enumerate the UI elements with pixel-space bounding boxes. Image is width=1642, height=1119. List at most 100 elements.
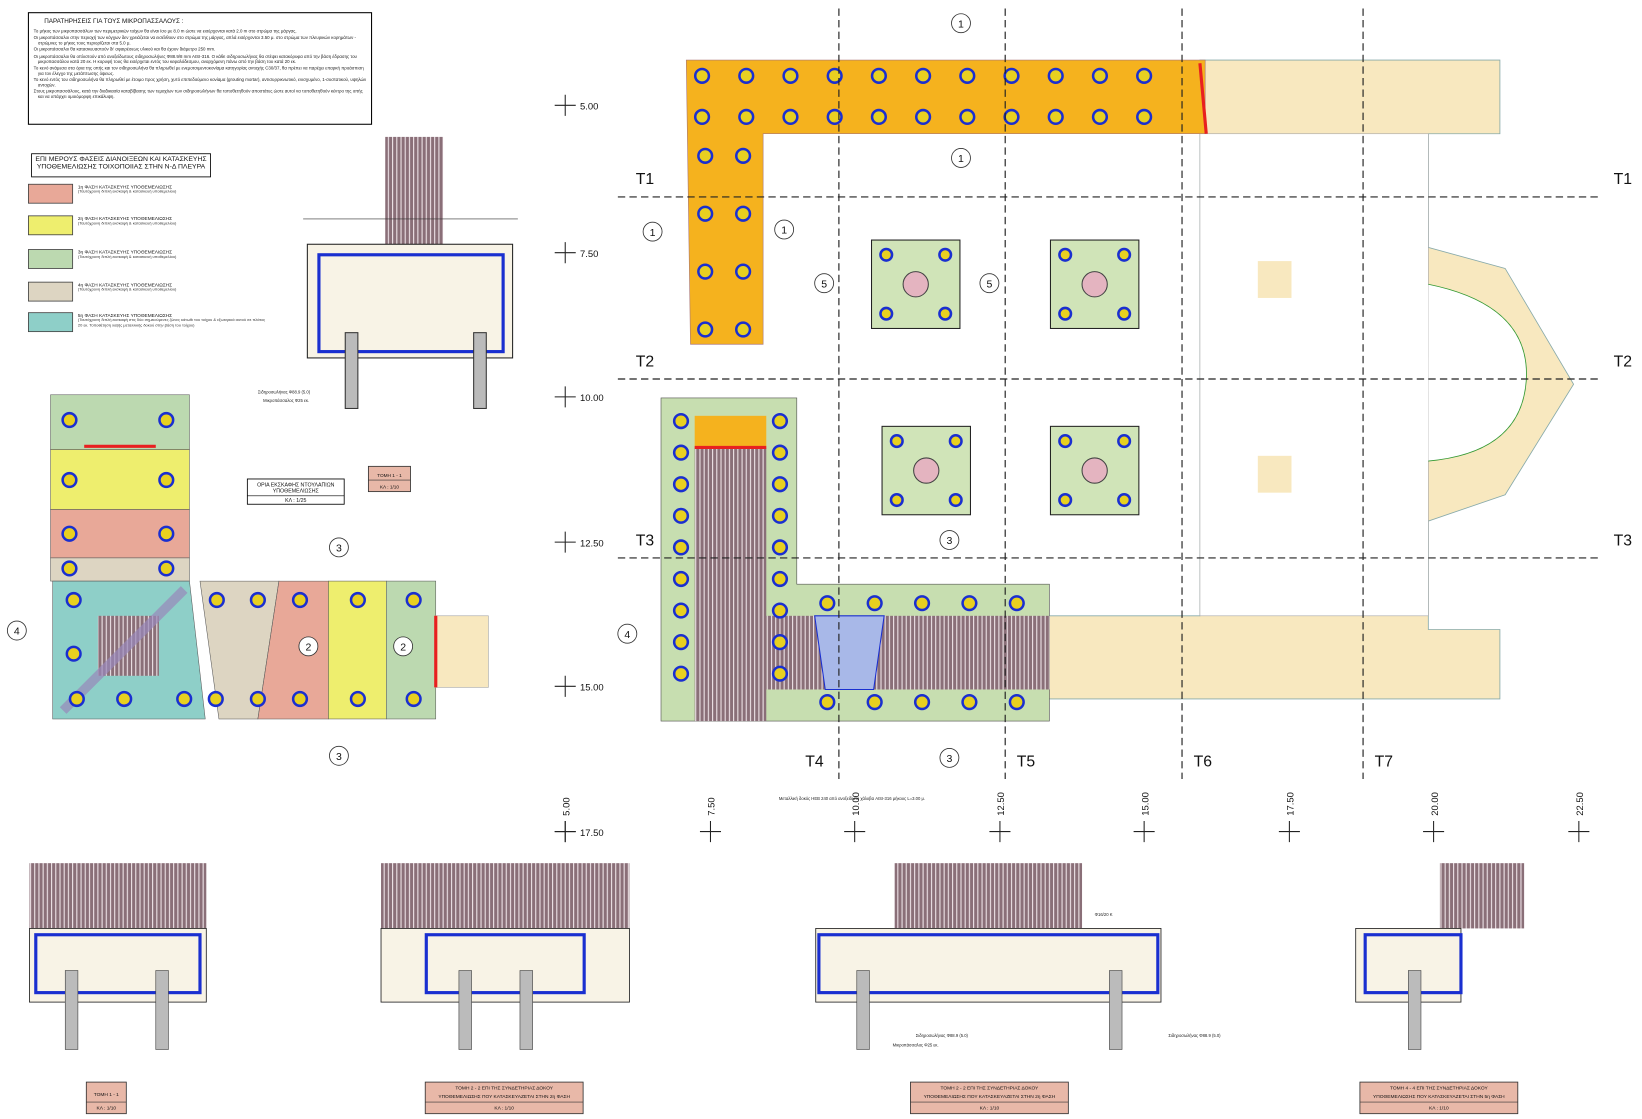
section-title: ΤΟΜΗ 4 - 4 ΕΠΙ ΤΗΣ ΣΥΝΔΕΤΗΡΙΑΣ ΔΟΚΟΥ — [1390, 1085, 1488, 1091]
micropile — [61, 471, 78, 489]
elevation-label: 17.50 — [580, 828, 604, 839]
section-label: T3 — [636, 532, 655, 549]
micropile — [870, 108, 887, 126]
elevation-label: 7.50 — [580, 249, 598, 260]
note-item: Το κενό εντός του σιδηροσωλήνα θα πληρωθ… — [33, 77, 367, 88]
elevation-mark — [554, 94, 576, 116]
elevation-label: 15.00 — [1140, 792, 1151, 816]
section-drawing: ΤΟΜΗ 1 - 1ΚΛ : 1/10 — [29, 863, 207, 1115]
micropile-section — [458, 970, 472, 1050]
note-item: Το μήκος των μικροπασσάλων των περιμετρι… — [33, 28, 297, 34]
section-label: T7 — [1375, 753, 1393, 770]
micropile — [249, 591, 266, 609]
legend-swatch — [27, 312, 74, 333]
note-item: Οι μικροπάσσαλοι θα οπλιστούν από ανοξεί… — [33, 53, 357, 64]
legend-desc: (Ταυτόχρονη διπλή εκσκαφή & κατασκευή υπ… — [77, 287, 177, 292]
micropile — [1117, 247, 1132, 262]
micropile — [1003, 67, 1020, 84]
callout-pipe: Σιδηροσωλήνας Φ88.9 (5.0) — [258, 390, 311, 395]
elevation-mark — [554, 386, 576, 408]
cut-marker-number: 3 — [336, 543, 342, 555]
callout-pipe: Σιδηροσωλήνας Φ88.9 (5.0) — [916, 1033, 969, 1038]
micropile — [913, 694, 931, 711]
elevation-mark — [844, 821, 866, 843]
note-item: Στους μικροπασσάλους, κατά την διαδικασί… — [33, 88, 363, 100]
micropile — [405, 690, 422, 708]
micropile — [948, 434, 963, 449]
callout-pipe: Σιδηροσωλήνας Φ88.9 (5.0) — [1168, 1033, 1221, 1038]
callout-pile: Μικροπάσσαλος Φ25 εκ. — [263, 398, 309, 403]
micropile-section — [155, 970, 169, 1050]
callout-rebar: Φ16/20 Κ — [1095, 912, 1113, 917]
cut-marker — [298, 636, 319, 657]
micropile — [819, 694, 836, 711]
excavation-limits-line1: ΟΡΙΑ ΕΚΣΚΑΦΗΣ ΝΤΟΥΛΑΠΙΩΝ — [257, 482, 335, 488]
cut-marker-number: 1 — [650, 227, 656, 239]
micropile — [826, 108, 843, 126]
section-1-top-scale: ΚΛ : 1/10 — [380, 484, 400, 490]
micropile — [697, 263, 714, 280]
micropile — [672, 634, 690, 651]
micropile — [291, 591, 309, 609]
micropile — [116, 690, 133, 708]
micropile-section — [1408, 970, 1422, 1050]
micropile — [819, 595, 836, 612]
micropile — [693, 67, 711, 84]
micropile — [65, 645, 82, 662]
elevation-label: 20.00 — [1430, 792, 1441, 816]
micropile — [1008, 595, 1025, 612]
elevation-label: 17.50 — [1286, 792, 1297, 816]
section-label: T5 — [1017, 753, 1036, 770]
section-subtitle: ΥΠΟΘΕΜΕΛΙΩΣΗΣ ΠΟΥ ΚΑΤΑΣΚΕΥΑΖΕΤΑΙ ΣΤΗΝ 5η… — [1373, 1094, 1505, 1100]
section-scale: ΚΛ : 1/10 — [980, 1105, 1000, 1111]
micropile — [771, 570, 789, 588]
micropile — [961, 694, 978, 711]
cut-marker — [329, 537, 349, 558]
column-base — [1081, 457, 1108, 484]
section-subtitle: ΥΠΟΘΕΜΕΛΙΩΣΗΣ ΠΟΥ ΚΑΤΑΣΚΕΥΑΖΕΤΑΙ ΣΤΗΝ 2η… — [438, 1094, 570, 1100]
legend-label: 2η ΦΑΣΗ ΚΑΤΑΣΚΕΥΗΣ ΥΠΟΘΕΜΕΛΙΩΣΗΣ — [77, 215, 173, 222]
micropile — [771, 539, 789, 556]
section-title-block — [424, 1081, 584, 1115]
excavation-limits-line2: ΥΠΟΘΕΜΕΛΙΩΣΗΣ — [273, 489, 320, 495]
column-base — [913, 457, 940, 484]
micropile — [1091, 67, 1109, 84]
callout-pile: Μικροπάσσαλος Φ25 εκ. — [893, 1042, 939, 1047]
micropile — [249, 690, 266, 708]
micropile — [158, 560, 175, 577]
section-drawing: ΤΟΜΗ 2 - 2 ΕΠΙ ΤΗΣ ΣΥΝΔΕΤΗΡΙΑΣ ΔΟΚΟΥΥΠΟΘ… — [380, 863, 630, 1115]
micropile — [61, 560, 78, 577]
micropile — [959, 108, 976, 126]
elevation-mark — [699, 821, 722, 843]
micropile — [826, 67, 843, 84]
note-item: Οι μικροπάσσαλοι θα κατασκευαστούν δι' α… — [33, 46, 216, 53]
micropile — [870, 67, 887, 84]
micropile — [697, 321, 714, 338]
micropile — [1058, 306, 1073, 321]
cut-marker-number: 3 — [946, 753, 952, 765]
cut-marker — [951, 13, 971, 34]
micropile — [1136, 67, 1153, 84]
legend-swatch — [27, 281, 74, 302]
micropile — [914, 67, 932, 84]
micropile — [771, 476, 789, 493]
legend-desc: (Ταυτόχρονη διπλή εκσκαφή & κατασκευή υπ… — [77, 254, 177, 260]
micropile — [771, 665, 789, 682]
micropile — [771, 444, 789, 461]
section-scale: ΚΛ : 1/10 — [1429, 1105, 1449, 1111]
micropile — [866, 694, 883, 711]
cut-marker-number: 3 — [336, 751, 342, 763]
cut-marker-number: 4 — [624, 629, 630, 641]
micropile — [1008, 694, 1025, 711]
section-scale: ΚΛ : 1/10 — [97, 1105, 117, 1111]
legend-label: 5η ΦΑΣΗ ΚΑΤΑΣΚΕΥΗΣ ΥΠΟΘΕΜΕΛΙΩΣΗΣ — [77, 312, 173, 318]
micropile — [291, 690, 309, 708]
elevation-mark — [1423, 821, 1445, 843]
section-title-block — [1359, 1081, 1519, 1115]
micropile — [1058, 434, 1073, 449]
elevation-mark — [554, 821, 576, 843]
micropile — [672, 602, 690, 619]
section-title-block — [910, 1081, 1069, 1115]
section-label: T3 — [1614, 532, 1633, 549]
